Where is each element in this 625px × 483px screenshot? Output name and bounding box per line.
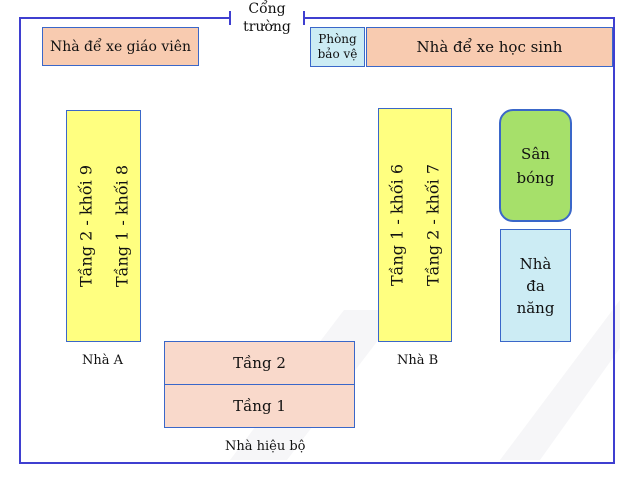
admin-building-floor-2-label: Tầng 2 xyxy=(233,354,286,372)
building-a-floor-2: Tầng 2 - khối 9 xyxy=(66,110,105,342)
building-b-label: Nhà B xyxy=(397,353,439,368)
student-parking-label: Nhà để xe học sinh xyxy=(416,38,563,56)
multipurpose-hall: Nhà đa năng xyxy=(500,229,571,342)
building-b-floor-1-label: Tầng 1 - khối 6 xyxy=(387,163,407,287)
building-a-floor-2-label: Tầng 2 - khối 9 xyxy=(76,164,95,288)
multipurpose-hall-line3: năng xyxy=(516,298,555,317)
gate-post-right xyxy=(303,11,305,25)
football-field: Sân bóng xyxy=(499,109,572,222)
gate-label-line1: Cổng xyxy=(248,1,286,17)
boundary-bottom-wall xyxy=(19,462,615,464)
admin-building-floor-1: Tầng 1 xyxy=(164,384,355,428)
boundary-left-wall xyxy=(19,17,21,464)
multipurpose-hall-line2: đa xyxy=(526,276,545,295)
football-field-line1: Sân xyxy=(521,144,550,163)
gate-label: Cổng trường xyxy=(232,0,302,38)
student-parking: Nhà để xe học sinh xyxy=(366,27,613,67)
teacher-parking: Nhà để xe giáo viên xyxy=(42,27,199,66)
multipurpose-hall-line1: Nhà xyxy=(519,254,552,273)
admin-building-label: Nhà hiệu bộ xyxy=(225,439,306,454)
admin-building-floor-1-label: Tầng 1 xyxy=(233,397,286,415)
admin-building-floor-2: Tầng 2 xyxy=(164,341,355,385)
building-a-floor-1-label: Tầng 1 - khối 8 xyxy=(112,164,132,288)
guard-room-line2: bảo vệ xyxy=(317,47,358,61)
guard-room-line1: Phòng xyxy=(318,32,357,46)
boundary-top-wall-left xyxy=(19,17,231,19)
building-a-floor-1: Tầng 1 - khối 8 xyxy=(104,110,141,342)
gate-label-line2: trường xyxy=(243,19,291,35)
teacher-parking-label: Nhà để xe giáo viên xyxy=(49,38,192,55)
gate-post-left xyxy=(229,11,231,25)
building-b-floor-2-label: Tầng 2 - khối 7 xyxy=(423,163,443,287)
building-b-floor-2: Tầng 2 - khối 7 xyxy=(415,108,452,342)
building-b-floor-1: Tầng 1 - khối 6 xyxy=(378,108,416,342)
boundary-right-wall xyxy=(613,17,615,464)
boundary-top-wall-right xyxy=(303,17,615,19)
building-a-label: Nhà A xyxy=(82,353,124,368)
guard-room: Phòng bảo vệ xyxy=(310,27,365,67)
football-field-line2: bóng xyxy=(516,168,555,187)
